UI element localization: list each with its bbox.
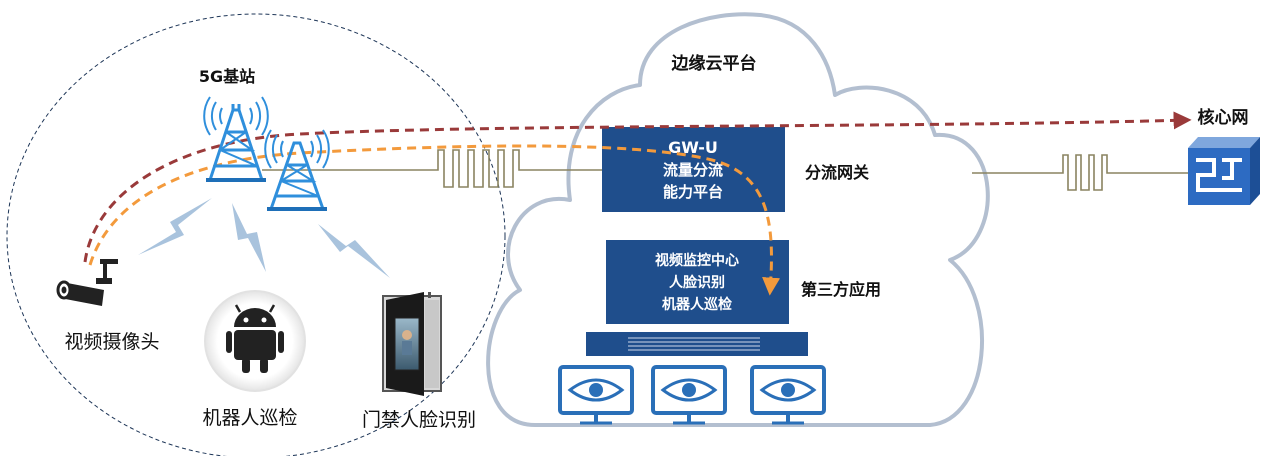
third-party-app-label: 第三方应用 [801,280,881,299]
wireless-signal-icon [318,224,390,278]
app-box-line1: 视频监控中心 [655,252,739,269]
gw-box-line1: GW-U [668,138,718,157]
wireless-signal-icon [138,198,212,255]
door-label: 门禁人脸识别 [362,409,476,431]
edge-cloud-shape [486,12,990,427]
robot-label: 机器人巡检 [202,407,297,429]
app-box-line2: 人脸识别 [669,274,725,291]
server-rack-icon [586,332,808,356]
wireless-signal-icon [232,203,266,272]
traffic-path-local [88,144,781,296]
wire-left [262,149,602,188]
antenna-tower-icon [264,129,330,211]
gateway-label: 分流网关 [805,163,869,182]
edge-cloud-label: 边缘云平台 [671,53,757,74]
eye-monitor-icon [558,365,634,425]
gw-box-line3: 能力平台 [663,183,723,201]
face-recognition-door-icon [382,292,442,396]
app-box-line3: 机器人巡检 [662,296,732,313]
core-router-icon [1188,137,1260,205]
wire-right [972,154,1188,191]
base-station-label: 5G基站 [199,67,255,86]
app-box [606,240,789,324]
coverage-ellipse [6,13,506,456]
eye-monitor-icon [651,365,727,425]
traffic-path-core [83,111,1192,263]
core-network-label: 核心网 [1198,107,1249,128]
surveillance-camera-icon [56,259,118,306]
antenna-tower-icon [203,96,269,182]
android-robot-icon [204,290,306,392]
eye-monitor-icon [750,365,826,425]
gw-box [602,127,785,212]
gw-box-line2: 流量分流 [663,161,723,179]
camera-label: 视频摄像头 [64,331,159,353]
